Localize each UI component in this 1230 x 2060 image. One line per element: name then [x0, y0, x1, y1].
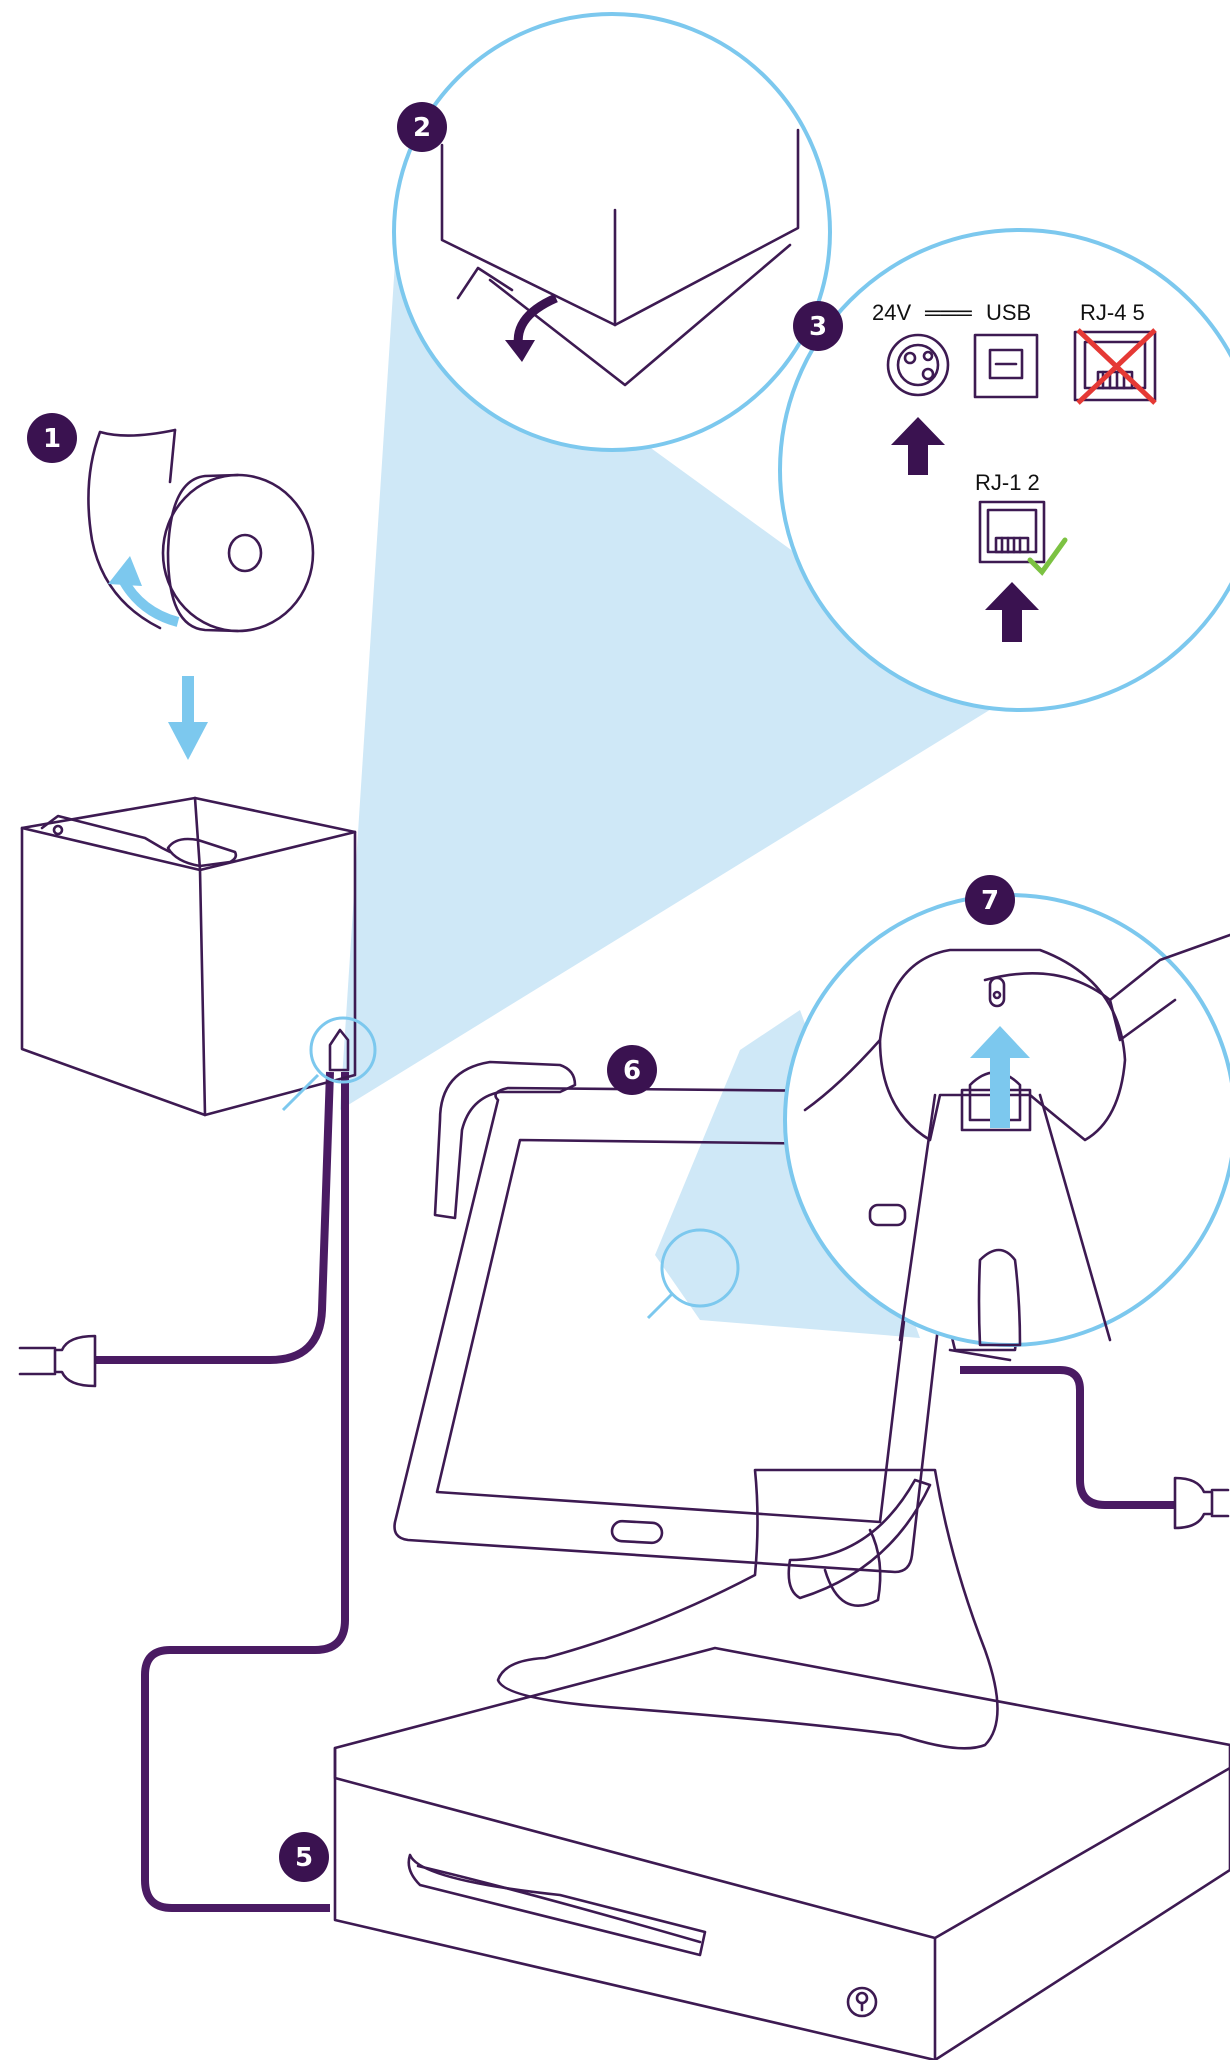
svg-text:5: 5 [295, 1843, 313, 1873]
port-label-usb: USB [986, 300, 1031, 325]
receipt-printer [22, 798, 355, 1115]
svg-text:3: 3 [809, 312, 827, 342]
tablet-power-cable [960, 1370, 1175, 1505]
cash-drawer [335, 1648, 1230, 2060]
port-label-rj45: RJ-4 5 [1080, 300, 1145, 325]
svg-text:6: 6 [623, 1056, 641, 1086]
step-badge-2: 2 [397, 102, 447, 152]
paper-roll-icon [88, 430, 313, 631]
svg-text:2: 2 [413, 113, 431, 143]
down-arrow-icon [168, 676, 208, 760]
tablet-plug-icon [1175, 1478, 1228, 1528]
step-badge-3: 3 [793, 301, 843, 351]
callout-circle-2 [394, 14, 830, 450]
port-label-rj12: RJ-1 2 [975, 470, 1040, 495]
step-badge-5: 5 [279, 1832, 329, 1882]
svg-text:7: 7 [981, 886, 999, 916]
step-badge-7: 7 [965, 875, 1015, 925]
magnifier-handle [648, 1294, 672, 1318]
port-label-24v: 24V [872, 300, 911, 325]
printer-power-cable [95, 1072, 330, 1360]
lock-icon [848, 1988, 876, 2016]
power-symbol: ═══ [924, 300, 972, 325]
step-badge-1: 1 [27, 413, 77, 463]
svg-text:1: 1 [43, 424, 61, 454]
drawer-cable [145, 1072, 345, 1908]
printer-plug-icon [20, 1336, 95, 1386]
step-badge-6: 6 [607, 1045, 657, 1095]
